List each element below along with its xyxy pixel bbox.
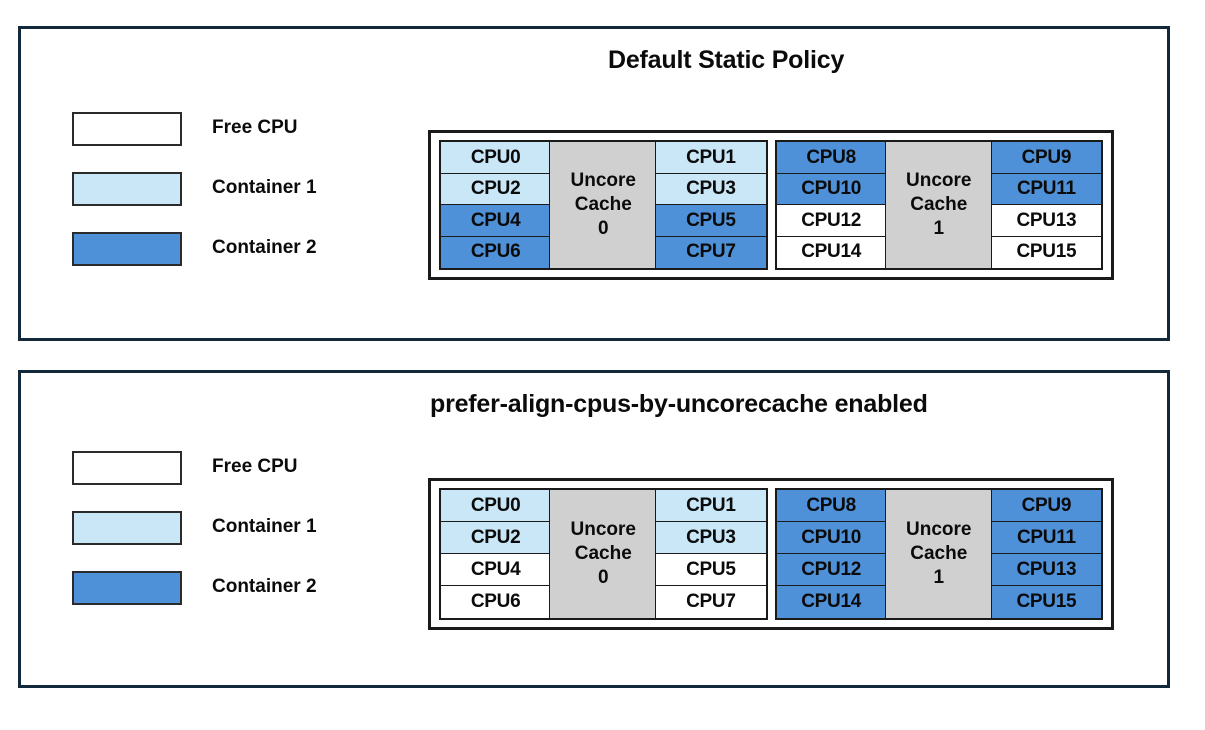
legend-item: Container 1 [54,503,384,563]
legend-swatch-free-cpu [72,112,182,146]
cpu-cell-cpu3: CPU3 [655,172,767,206]
cpu-cell-cpu8: CPU8 [775,141,887,175]
cpu-cell-cpu15: CPU15 [990,235,1102,269]
uncore-cache-label-line: 0 [597,567,609,589]
legend-item: Container 2 [54,563,384,623]
cpu-cell-cpu2: CPU2 [440,172,552,206]
cpu-cell-cpu14: CPU14 [775,585,887,619]
cpu-cell-cpu6: CPU6 [440,235,552,269]
cpu-cell-cpu5: CPU5 [655,204,767,238]
cpu-cell-cpu6: CPU6 [440,585,552,619]
uncore-cache-label-line: 1 [933,218,945,240]
cpu-cell-cpu7: CPU7 [655,585,767,619]
cpu-cell-cpu11: CPU11 [990,172,1102,206]
legend-item-label: Free CPU [212,117,298,138]
uncore-cache-label-line: Cache [574,193,632,215]
legend-item: Free CPU [54,104,384,164]
cpu-cell-cpu1: CPU1 [655,489,767,523]
cpu-cell-cpu15: CPU15 [990,585,1102,619]
cpu-cell-cpu10: CPU10 [775,521,887,555]
uncore-cache-label-line: Uncore [570,169,636,191]
legend-item-label: Free CPU [212,456,298,477]
legend-prefer-align-cpus-by-uncorecache: Free CPU Container 1 Container 2 [54,443,384,623]
cpu-cell-cpu1: CPU1 [655,141,767,175]
cpu-cell-cpu12: CPU12 [775,204,887,238]
uncore-cache-label-line: 1 [933,567,945,589]
legend-swatch-container-1 [72,172,182,206]
uncore-cache-label-line: Uncore [570,518,636,540]
panel-title-prefer-align-cpus-by-uncorecache: prefer-align-cpus-by-uncorecache enabled [430,390,928,418]
cpu-cell-cpu5: CPU5 [655,553,767,587]
legend-item-label: Container 2 [212,237,317,258]
cpu-cell-cpu13: CPU13 [990,553,1102,587]
uncore-cache-label-line: Cache [910,542,968,564]
cpu-cell-cpu11: CPU11 [990,521,1102,555]
legend-item-label: Container 1 [212,516,317,537]
legend-swatch-container-2 [72,232,182,266]
uncore-cache-label-line: 0 [597,218,609,240]
cpu-cell-cpu8: CPU8 [775,489,887,523]
uncore-cache-label-line: Uncore [906,169,972,191]
cpu-cell-cpu12: CPU12 [775,553,887,587]
cpu-cell-cpu0: CPU0 [440,489,552,523]
cpu-cell-cpu2: CPU2 [440,521,552,555]
cpu-cell-cpu3: CPU3 [655,521,767,555]
uncore-cache-label-line: Cache [574,542,632,564]
cpu-cell-cpu9: CPU9 [990,141,1102,175]
cpu-cell-cpu14: CPU14 [775,235,887,269]
legend-swatch-container-1 [72,511,182,545]
legend-item-label: Container 1 [212,177,317,198]
cpu-cell-cpu4: CPU4 [440,553,552,587]
legend-swatch-free-cpu [72,451,182,485]
legend-item-label: Container 2 [212,576,317,597]
uncore-cache-label-line: Uncore [906,518,972,540]
cpu-cell-cpu9: CPU9 [990,489,1102,523]
legend-default-static-policy: Free CPU Container 1 Container 2 [54,104,384,284]
uncore-cache-label-line: Cache [910,193,968,215]
legend-item: Free CPU [54,443,384,503]
cpu-cell-cpu13: CPU13 [990,204,1102,238]
panel-title-default-static-policy: Default Static Policy [608,46,845,74]
legend-swatch-container-2 [72,571,182,605]
cpu-cell-cpu4: CPU4 [440,204,552,238]
legend-item: Container 1 [54,164,384,224]
cpu-cell-cpu10: CPU10 [775,172,887,206]
cpu-cell-cpu0: CPU0 [440,141,552,175]
cpu-cell-cpu7: CPU7 [655,235,767,269]
legend-item: Container 2 [54,224,384,284]
